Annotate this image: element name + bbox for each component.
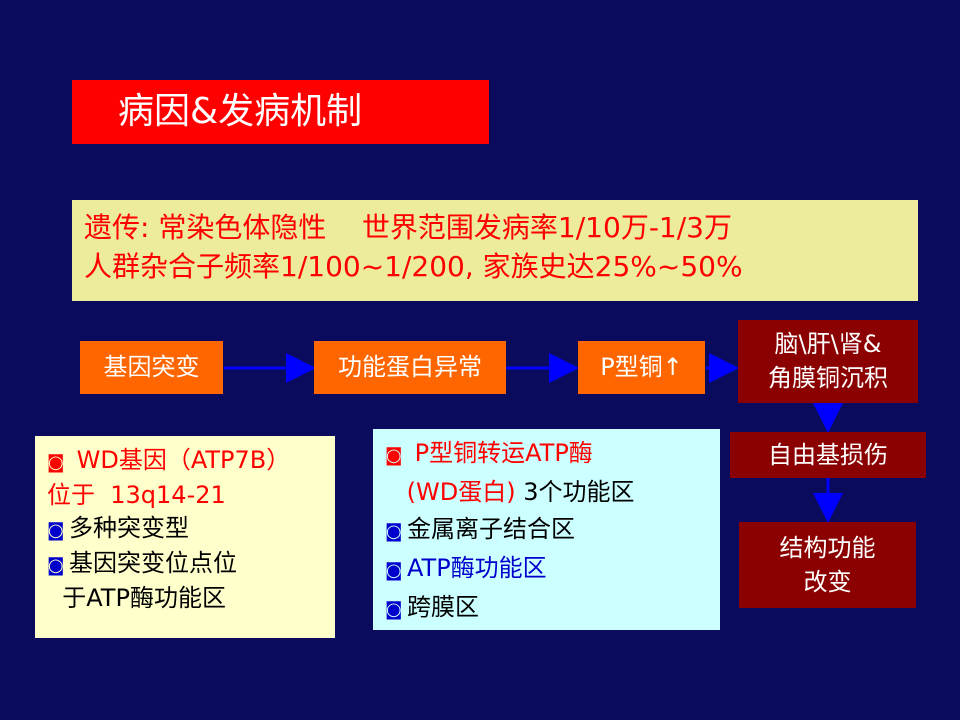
genetics-box: 遗传: 常染色体隐性 世界范围发病率1/10万-1/3万 人群杂合子频率1/10… [72,200,918,301]
protein-item-3: ◙跨膜区 [385,589,720,628]
protein-line-2: (WD蛋白) 3个功能区 [399,478,635,506]
gene-item-2: ◙基因突变位点位 [47,547,335,582]
flow-step-structural-change: 结构功能 改变 [739,522,916,608]
bullet-icon: ◙ [385,521,403,542]
protein-line-1: ◙ P型铜转运ATP酶 [385,435,720,474]
gene-line-2: 位于 13q14-21 [47,481,226,509]
flow-step-protein-abnormal: 功能蛋白异常 [314,341,506,394]
gene-info-box: ◙ WD基因（ATP7B） 位于 13q14-21 ◙多种突变型 ◙基因突变位点… [35,436,335,638]
protein-item-1: ◙金属离子结合区 [385,511,720,550]
gene-line-1: ◙ WD基因（ATP7B） [47,444,335,479]
structural-line-2: 改变 [803,568,852,596]
gene-item-2-cont: 于ATP酶功能区 [47,584,226,612]
genetics-line-1: 遗传: 常染色体隐性 世界范围发病率1/10万-1/3万 [84,211,732,244]
bullet-icon: ◙ [47,452,65,473]
protein-info-box: ◙ P型铜转运ATP酶 (WD蛋白) 3个功能区 ◙金属离子结合区 ◙ATP酶功… [373,429,720,630]
bullet-icon: ◙ [385,599,403,620]
deposition-line-2: 角膜铜沉积 [768,364,888,392]
flow-step-copper-increase: P型铜↑ [578,341,705,394]
bullet-icon: ◙ [385,445,403,466]
bullet-icon: ◙ [47,555,65,576]
genetics-line-2: 人群杂合子频率1/100~1/200, 家族史达25%~50% [84,250,743,283]
page-title: 病因&发病机制 [72,80,489,144]
protein-item-2: ◙ATP酶功能区 [385,550,720,589]
bullet-icon: ◙ [47,520,65,541]
deposition-line-1: 脑\肝\肾& [774,330,882,358]
structural-line-1: 结构功能 [779,534,876,562]
flow-step-copper-deposition: 脑\肝\肾& 角膜铜沉积 [738,320,918,403]
flow-step-gene-mutation: 基因突变 [80,341,223,394]
bullet-icon: ◙ [385,560,403,581]
flow-step-free-radical-damage: 自由基损伤 [730,432,926,478]
gene-item-1: ◙多种突变型 [47,512,335,547]
